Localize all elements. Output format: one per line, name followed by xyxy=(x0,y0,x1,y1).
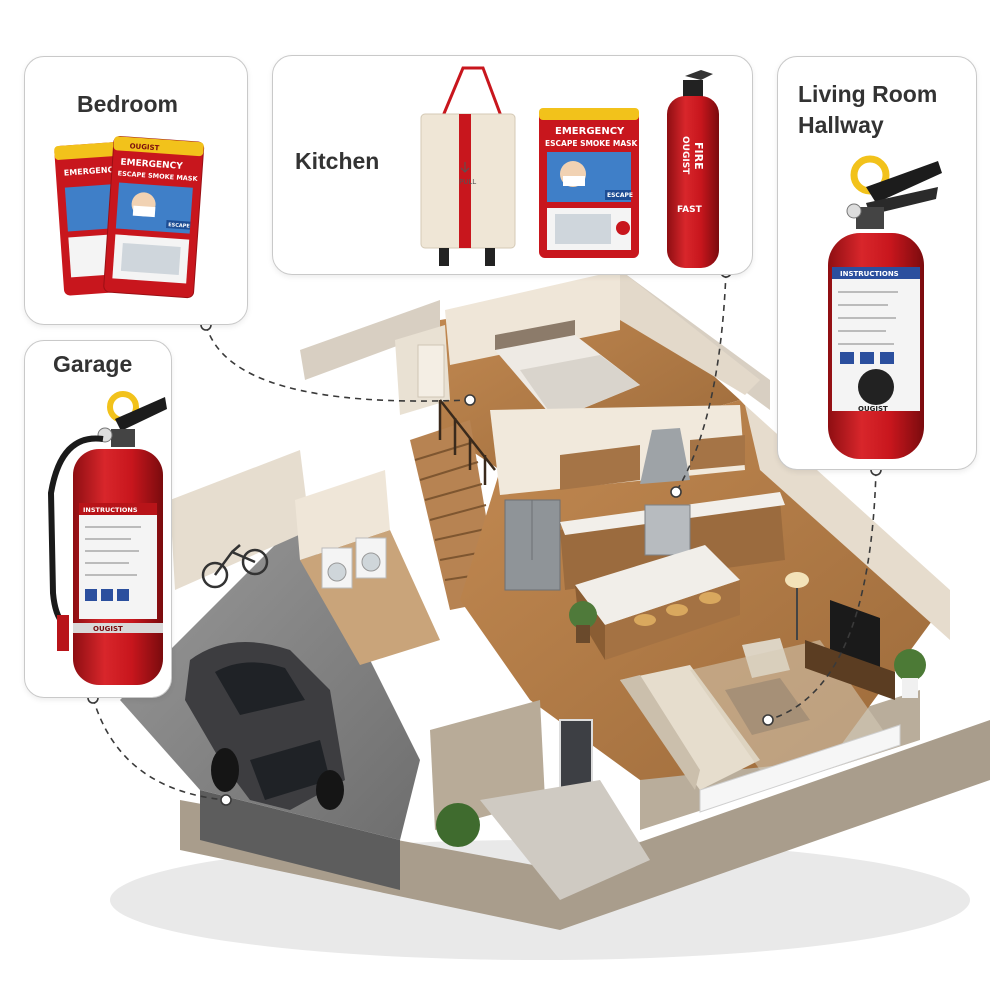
exterior-wall-left xyxy=(300,300,440,380)
car xyxy=(185,642,345,810)
connector-kitchen xyxy=(675,271,727,493)
anchor-dot-garage-room xyxy=(220,794,232,806)
spray-sub-label: FAST xyxy=(677,205,703,215)
bar-stools xyxy=(634,592,721,626)
spray-label: FIRE xyxy=(692,142,705,170)
front-steps xyxy=(480,780,650,900)
connector-bedroom xyxy=(205,324,471,402)
garage-back-wall xyxy=(170,450,310,590)
sofa xyxy=(620,665,760,790)
kitchen-card: Kitchen PULL EMERGENCY ESCAPE SMOKE MASK… xyxy=(272,55,753,275)
garage-door-front xyxy=(200,790,400,890)
bedroom-side-wall xyxy=(620,270,760,395)
garage-extinguisher-brand: OUGIST xyxy=(93,625,123,633)
garage-title: Garage xyxy=(53,351,133,377)
bed xyxy=(495,320,640,420)
spray-extinguisher: OUGIST FIRE FAST xyxy=(667,70,719,268)
bicycle xyxy=(201,544,269,589)
mask-pack-tag: ESCAPE xyxy=(168,222,191,230)
spray-brand: OUGIST xyxy=(680,136,690,175)
bedroom-back-wall xyxy=(445,270,620,365)
kitchen-smoke-mask-pack: EMERGENCY ESCAPE SMOKE MASK ESCAPE xyxy=(539,108,639,258)
living-extinguisher-brand: OUGIST xyxy=(858,405,888,413)
living-room-title: Living Room xyxy=(798,81,938,107)
closet-door xyxy=(417,344,445,398)
fire-blanket: PULL xyxy=(420,66,516,266)
living-extinguisher-instructions: INSTRUCTIONS xyxy=(840,270,899,278)
bedroom-card: Bedroom EMERGENCY OUGIST EMERGENCY ESCAP… xyxy=(24,56,248,325)
upper-cabinets xyxy=(560,445,640,490)
potted-plant xyxy=(569,601,597,643)
anchor-dot-bedroom-room xyxy=(464,394,476,406)
porch-railing xyxy=(699,724,901,813)
garage-extinguisher-instructions: INSTRUCTIONS xyxy=(83,506,138,514)
garage-card: Garage INSTRUCTIONS OUGIST xyxy=(24,340,172,698)
mask-pack-brand: OUGIST xyxy=(129,142,160,152)
living-room-extinguisher: INSTRUCTIONS OUGIST xyxy=(828,155,942,459)
tv xyxy=(830,600,880,668)
living-room-hallway-card: Living Room Hallway INSTRUCTIONS OUGIST xyxy=(777,56,977,470)
front-shrub xyxy=(436,803,480,847)
connector-lines xyxy=(92,271,877,801)
anchor-dot-kitchen-room xyxy=(670,486,682,498)
kitchen-title: Kitchen xyxy=(295,148,380,174)
kitchen-mask-tag: ESCAPE xyxy=(607,192,633,199)
stove xyxy=(644,504,691,556)
range-hood xyxy=(640,428,690,484)
anchor-dot-living-room xyxy=(762,714,774,726)
smoke-mask-packs: EMERGENCY OUGIST EMERGENCY ESCAPE SMOKE … xyxy=(54,136,205,299)
connector-garage xyxy=(92,697,227,801)
mask-pack-headline-front: EMERGENCY xyxy=(120,158,183,172)
tv-stand xyxy=(805,640,895,700)
floor-lamp xyxy=(785,572,809,640)
fire-blanket-pull-label: PULL xyxy=(459,178,476,186)
kitchen-mask-headline: EMERGENCY xyxy=(555,126,625,137)
kitchen-mask-headline-2: ESCAPE SMOKE MASK xyxy=(545,139,639,148)
bedroom-title: Bedroom xyxy=(77,91,178,117)
plant-right xyxy=(894,649,926,698)
mask-pack-headline: EMERGENCY xyxy=(64,165,120,178)
garage-extinguisher: INSTRUCTIONS OUGIST xyxy=(47,391,167,685)
hallway-title: Hallway xyxy=(798,112,884,138)
connector-living xyxy=(767,469,877,721)
front-door xyxy=(559,719,593,791)
